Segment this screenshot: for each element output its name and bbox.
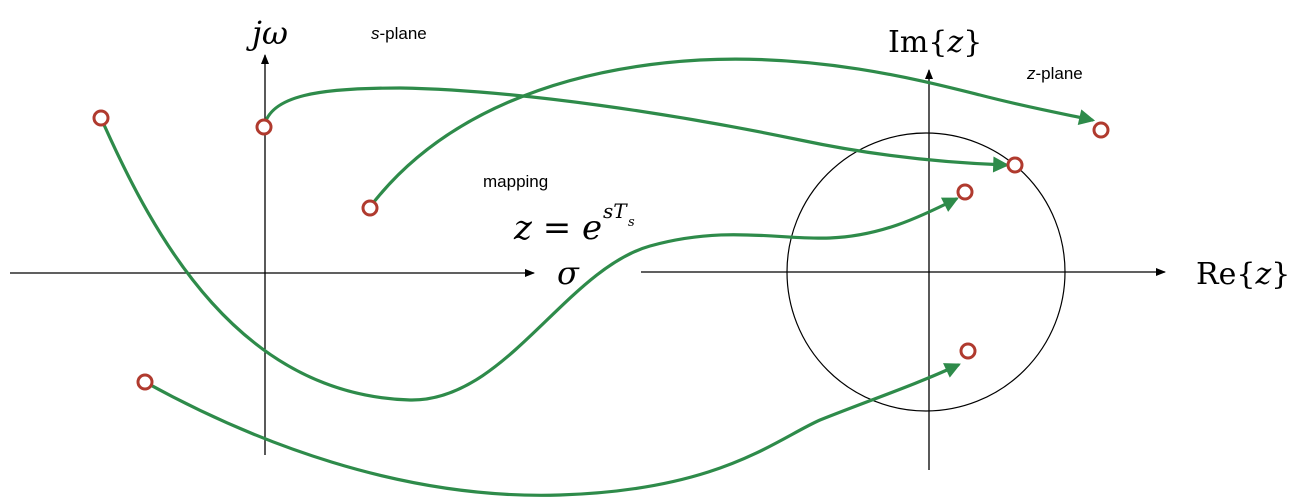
mapping-arrow-1	[99, 116, 959, 402]
s-plane-pole	[361, 199, 379, 217]
svg-text:sT: sT	[603, 199, 628, 223]
mapping-arrows	[99, 57, 1096, 497]
s-plane-pole	[92, 109, 110, 127]
mapping-caption: mapping	[483, 172, 548, 191]
unit-circle	[786, 132, 1066, 412]
z-plane-real-label: Re{z}	[1196, 257, 1290, 292]
s-plane-label: s-plane	[371, 24, 427, 43]
z-plane-pole	[956, 183, 974, 201]
mapping-arrow-2	[262, 86, 1010, 173]
z-plane-axes	[641, 69, 1166, 470]
z-plane-poles	[956, 121, 1110, 360]
z-plane-label: z-plane	[1026, 64, 1083, 83]
s-plane-axes	[10, 54, 535, 455]
z-plane-pole	[1006, 156, 1024, 174]
z-plane-pole	[1092, 121, 1110, 139]
s-plane-jw-label: jω	[246, 14, 288, 52]
z-plane-imag-label: Im{z}	[888, 25, 982, 60]
svg-text:s: s	[628, 215, 635, 230]
s-plane-poles	[92, 109, 379, 391]
mapping-arrow-4	[143, 363, 961, 497]
mapping-arrow-3	[368, 57, 1096, 209]
s-plane-sigma-label: σ	[557, 254, 580, 292]
z-plane-pole	[959, 342, 977, 360]
s-plane-pole	[136, 373, 154, 391]
s-plane-pole	[255, 118, 273, 136]
svg-text:z = e: z = e	[513, 208, 602, 248]
mapping-formula: z = e sT s	[513, 199, 635, 248]
